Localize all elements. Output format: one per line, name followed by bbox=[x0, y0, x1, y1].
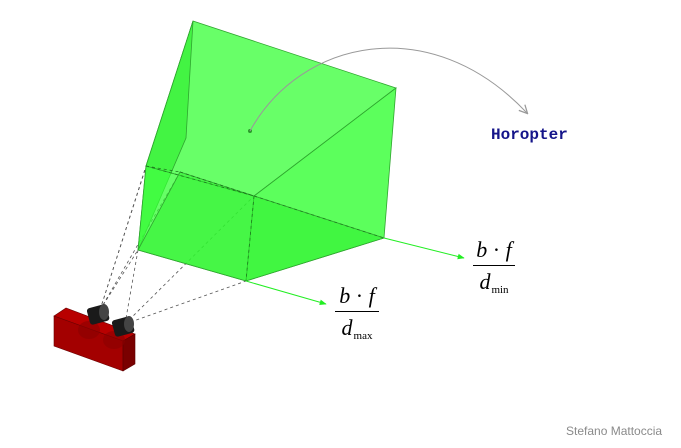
formula-dmax-d: d bbox=[341, 315, 353, 340]
formula-dmax-f: f bbox=[368, 283, 375, 308]
formula-dmax: b · f dmax bbox=[335, 284, 379, 348]
volume-hidden-edges bbox=[145, 165, 385, 282]
camera-left-lens-shadow bbox=[78, 321, 100, 339]
formula-dmin-bar bbox=[473, 265, 515, 266]
formula-dmin-subscript: min bbox=[491, 284, 509, 296]
formula-dmin-operator: · bbox=[492, 237, 501, 262]
formula-dmax-denominator: dmax bbox=[335, 316, 379, 348]
author-credit: Stefano Mattoccia bbox=[566, 424, 663, 438]
formula-dmax-operator: · bbox=[355, 283, 364, 308]
formula-dmax-bar bbox=[335, 311, 379, 312]
camera-left-lens-front bbox=[99, 304, 109, 320]
formula-dmin-b: b bbox=[476, 237, 488, 262]
formula-dmax-b: b bbox=[339, 283, 351, 308]
formula-dmax-numerator: b · f bbox=[335, 284, 379, 308]
formula-dmin-f: f bbox=[505, 237, 512, 262]
formula-dmax-subscript: max bbox=[353, 330, 373, 342]
horopter-volume bbox=[137, 20, 397, 282]
horopter-pointer-arc bbox=[249, 47, 527, 132]
camera-right-lens-front bbox=[124, 316, 134, 332]
formula-dmin-numerator: b · f bbox=[473, 238, 515, 262]
formula-dmin-denominator: dmin bbox=[473, 270, 515, 302]
camera-body-side bbox=[122, 333, 136, 372]
dmax-arrow bbox=[245, 280, 327, 305]
stereo-camera bbox=[53, 304, 136, 372]
horopter-label: Horopter bbox=[491, 126, 568, 144]
formula-dmin-d: d bbox=[479, 269, 491, 294]
dmin-arrow bbox=[383, 237, 465, 260]
formula-dmin: b · f dmin bbox=[473, 238, 515, 302]
